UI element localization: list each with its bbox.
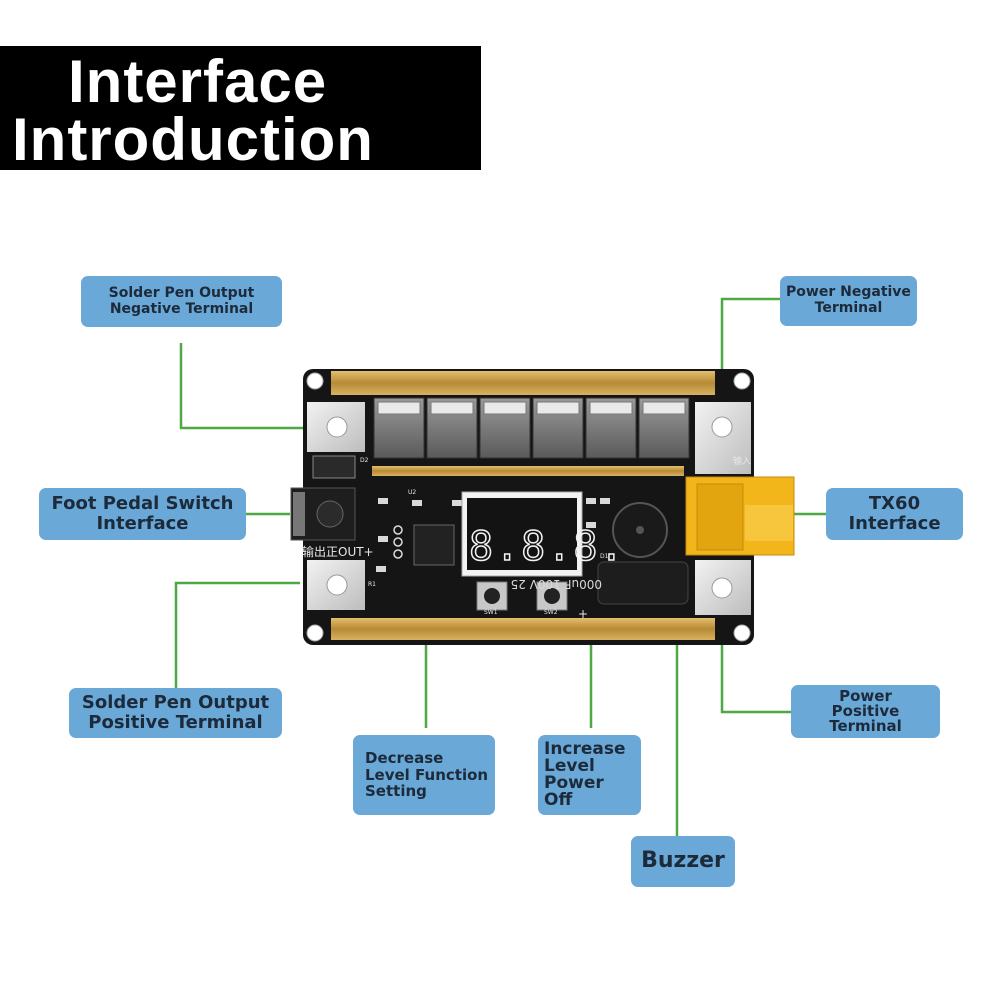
pcb-board	[290, 369, 795, 645]
title-block: Interface Introduction	[0, 46, 481, 170]
title-line-1: Interface	[68, 48, 328, 115]
leader-solder-pos	[174, 581, 300, 688]
title-line-2: Introduction	[12, 106, 374, 173]
copper-bar-bottom	[331, 618, 715, 640]
capacitor	[597, 561, 689, 605]
foot-pedal-jack	[290, 487, 356, 541]
callout-increase: Increase Level Power Off	[538, 735, 641, 815]
terminal-pads	[307, 402, 751, 615]
display-digits: 8.8.8.	[469, 524, 626, 570]
callout-solder-pen-positive: Solder Pen Output Positive Terminal	[69, 688, 282, 738]
push-buttons	[476, 581, 568, 611]
label-plus: +	[578, 607, 588, 621]
tx60-connector	[685, 476, 795, 556]
label-vin: 输入	[733, 455, 751, 467]
label-r1: R1	[368, 581, 376, 588]
leader-power-neg	[720, 297, 780, 395]
callout-solder-pen-negative: Solder Pen Output Negative Terminal	[81, 276, 282, 327]
label-sw2: SW2	[544, 609, 558, 616]
callout-foot-pedal: Foot Pedal Switch Interface	[39, 488, 246, 540]
ic-chip	[413, 524, 455, 566]
callout-tx60: TX60 Interface	[826, 488, 963, 540]
label-sw1: SW1	[484, 609, 498, 616]
label-d2: D2	[360, 457, 369, 464]
label-out: 输出正OUT+	[302, 544, 374, 559]
callout-power-positive: Power Positive Terminal	[791, 685, 940, 738]
label-u2: U2	[408, 489, 416, 496]
capacitor-text: 000uF 100V 25	[511, 577, 602, 591]
callout-buzzer: Buzzer	[631, 836, 735, 887]
copper-bar-top	[331, 371, 715, 395]
callout-power-negative: Power Negative Terminal	[780, 276, 917, 326]
label-d1: D1	[600, 553, 609, 560]
pad-power-neg	[695, 402, 751, 474]
leader-solder-neg	[179, 343, 318, 430]
callout-decrease: Decrease Level Function Setting	[353, 735, 495, 815]
